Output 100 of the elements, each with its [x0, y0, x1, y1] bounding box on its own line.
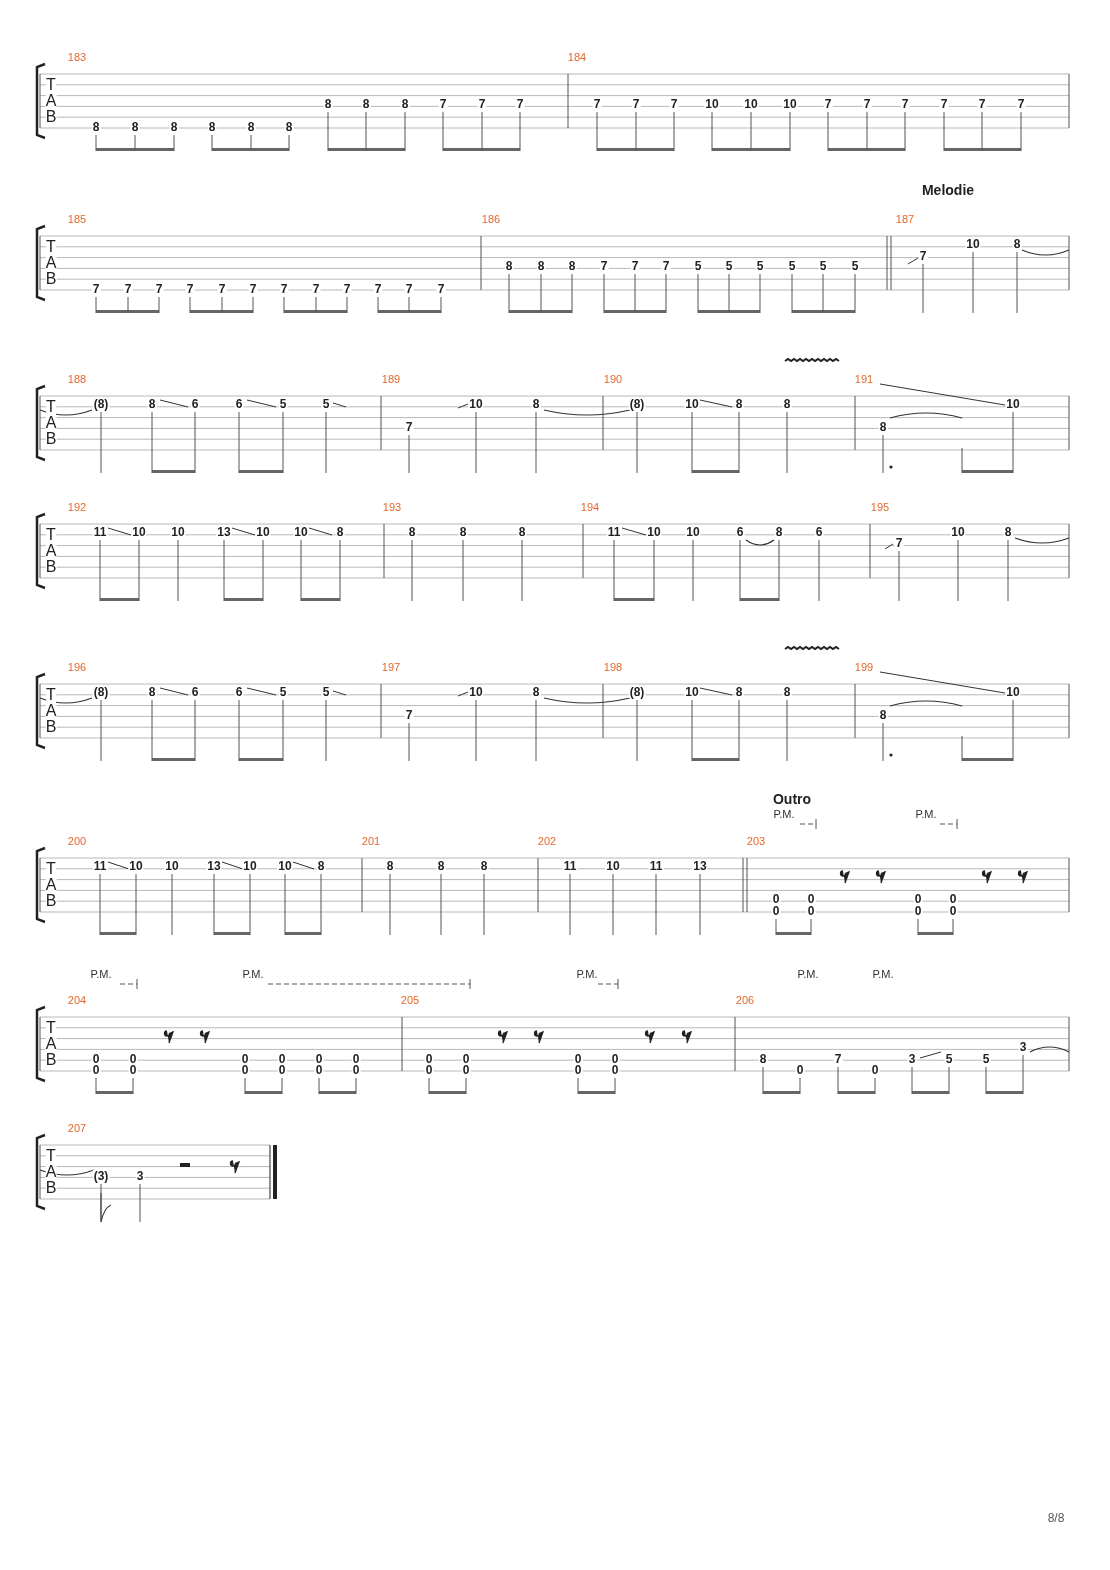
fret-number: 8	[207, 121, 217, 133]
fret-number: 5	[818, 260, 828, 272]
fret-number: 8	[782, 398, 792, 410]
fret-number: 0	[314, 1064, 324, 1076]
fret-number: 8	[147, 686, 157, 698]
fret-number: 5	[755, 260, 765, 272]
fret-number: 10	[965, 238, 981, 250]
palm-mute-label: P.M.	[797, 968, 819, 980]
measure-number: 189	[381, 373, 401, 385]
palm-mute-label: P.M.	[90, 968, 112, 980]
fret-number: 10	[255, 526, 271, 538]
measure-number: 184	[567, 51, 587, 63]
measure-number: 196	[67, 661, 87, 673]
fret-number: 7	[342, 283, 352, 295]
section-title: Melodie	[921, 183, 975, 197]
fret-number: 10	[684, 398, 700, 410]
fret-number: 13	[692, 860, 708, 872]
tab-clef-letter: T	[46, 77, 56, 93]
fret-number: (8)	[628, 686, 646, 698]
tab-clef-letter: B	[45, 893, 57, 909]
fret-number: 7	[592, 98, 602, 110]
fret-number: 6	[814, 526, 824, 538]
fret-number: 11	[92, 526, 108, 538]
fret-number: 10	[468, 398, 484, 410]
fret-number: 3	[907, 1053, 917, 1065]
fret-number: 0	[461, 1064, 471, 1076]
fret-number: 10	[242, 860, 258, 872]
fret-number: 8	[878, 709, 888, 721]
fret-number: 8	[479, 860, 489, 872]
fret-number: 0	[806, 905, 816, 917]
fret-number: 7	[217, 283, 227, 295]
measure-number: 191	[854, 373, 874, 385]
fret-number: 0	[948, 893, 958, 905]
fret-number: (8)	[628, 398, 646, 410]
measure-number: 192	[67, 501, 87, 513]
tab-clef-letter: B	[45, 271, 57, 287]
fret-number: 10	[128, 860, 144, 872]
section-title: Outro	[772, 792, 812, 806]
measure-number: 205	[400, 994, 420, 1006]
palm-mute-label: P.M.	[915, 808, 937, 820]
fret-number: 7	[1016, 98, 1026, 110]
fret-number: 0	[351, 1064, 361, 1076]
tab-clef-letter: B	[45, 559, 57, 575]
fret-number: 10	[468, 686, 484, 698]
fret-number: 8	[531, 686, 541, 698]
tab-clef-letter: B	[45, 109, 57, 125]
fret-number: 7	[631, 98, 641, 110]
fret-number: 8	[316, 860, 326, 872]
fret-number: 8	[458, 526, 468, 538]
fret-number: 3	[1018, 1041, 1028, 1053]
fret-number: 7	[894, 537, 904, 549]
fret-number: (8)	[92, 398, 110, 410]
fret-number: 8	[734, 398, 744, 410]
fret-number: 7	[185, 283, 195, 295]
fret-number: 0	[240, 1064, 250, 1076]
fret-number: 0	[806, 893, 816, 905]
fret-number: 8	[567, 260, 577, 272]
palm-mute-label: P.M.	[576, 968, 598, 980]
tab-clef-letter: T	[46, 1020, 56, 1036]
fret-number: 7	[833, 1053, 843, 1065]
fret-number: 7	[404, 709, 414, 721]
fret-number: 8	[1012, 238, 1022, 250]
fret-number: 8	[361, 98, 371, 110]
fret-number: 0	[948, 905, 958, 917]
fret-number: 11	[92, 860, 108, 872]
fret-number: 8	[1003, 526, 1013, 538]
tab-clef-letter: A	[45, 543, 57, 559]
fret-number: 8	[536, 260, 546, 272]
tab-clef-letter: T	[46, 1148, 56, 1164]
fret-number: 10	[685, 526, 701, 538]
fret-number: 0	[91, 1064, 101, 1076]
fret-number: 6	[190, 686, 200, 698]
fret-number: 7	[438, 98, 448, 110]
fret-number: 10	[1005, 398, 1021, 410]
fret-number: 7	[91, 283, 101, 295]
fret-number: 6	[234, 686, 244, 698]
fret-number: 7	[404, 421, 414, 433]
fret-number: 7	[436, 283, 446, 295]
tab-clef-letter: T	[46, 399, 56, 415]
fret-number: 5	[321, 686, 331, 698]
tab-clef-letter: A	[45, 877, 57, 893]
fret-number: 7	[669, 98, 679, 110]
fret-number: 7	[404, 283, 414, 295]
fret-number: 7	[123, 283, 133, 295]
measure-number: 190	[603, 373, 623, 385]
fret-number: 7	[918, 250, 928, 262]
fret-number: 0	[771, 905, 781, 917]
fret-number: 7	[279, 283, 289, 295]
fret-number: 8	[531, 398, 541, 410]
fret-number: 8	[400, 98, 410, 110]
tab-clef-letter: T	[46, 527, 56, 543]
measure-number: 195	[870, 501, 890, 513]
tab-clef-letter: A	[45, 1164, 57, 1180]
measure-number: 199	[854, 661, 874, 673]
fret-number: 0	[913, 905, 923, 917]
measure-number: 187	[895, 213, 915, 225]
fret-number: 5	[321, 398, 331, 410]
fret-number: 8	[246, 121, 256, 133]
fret-number: 0	[573, 1064, 583, 1076]
fret-number: 0	[870, 1064, 880, 1076]
